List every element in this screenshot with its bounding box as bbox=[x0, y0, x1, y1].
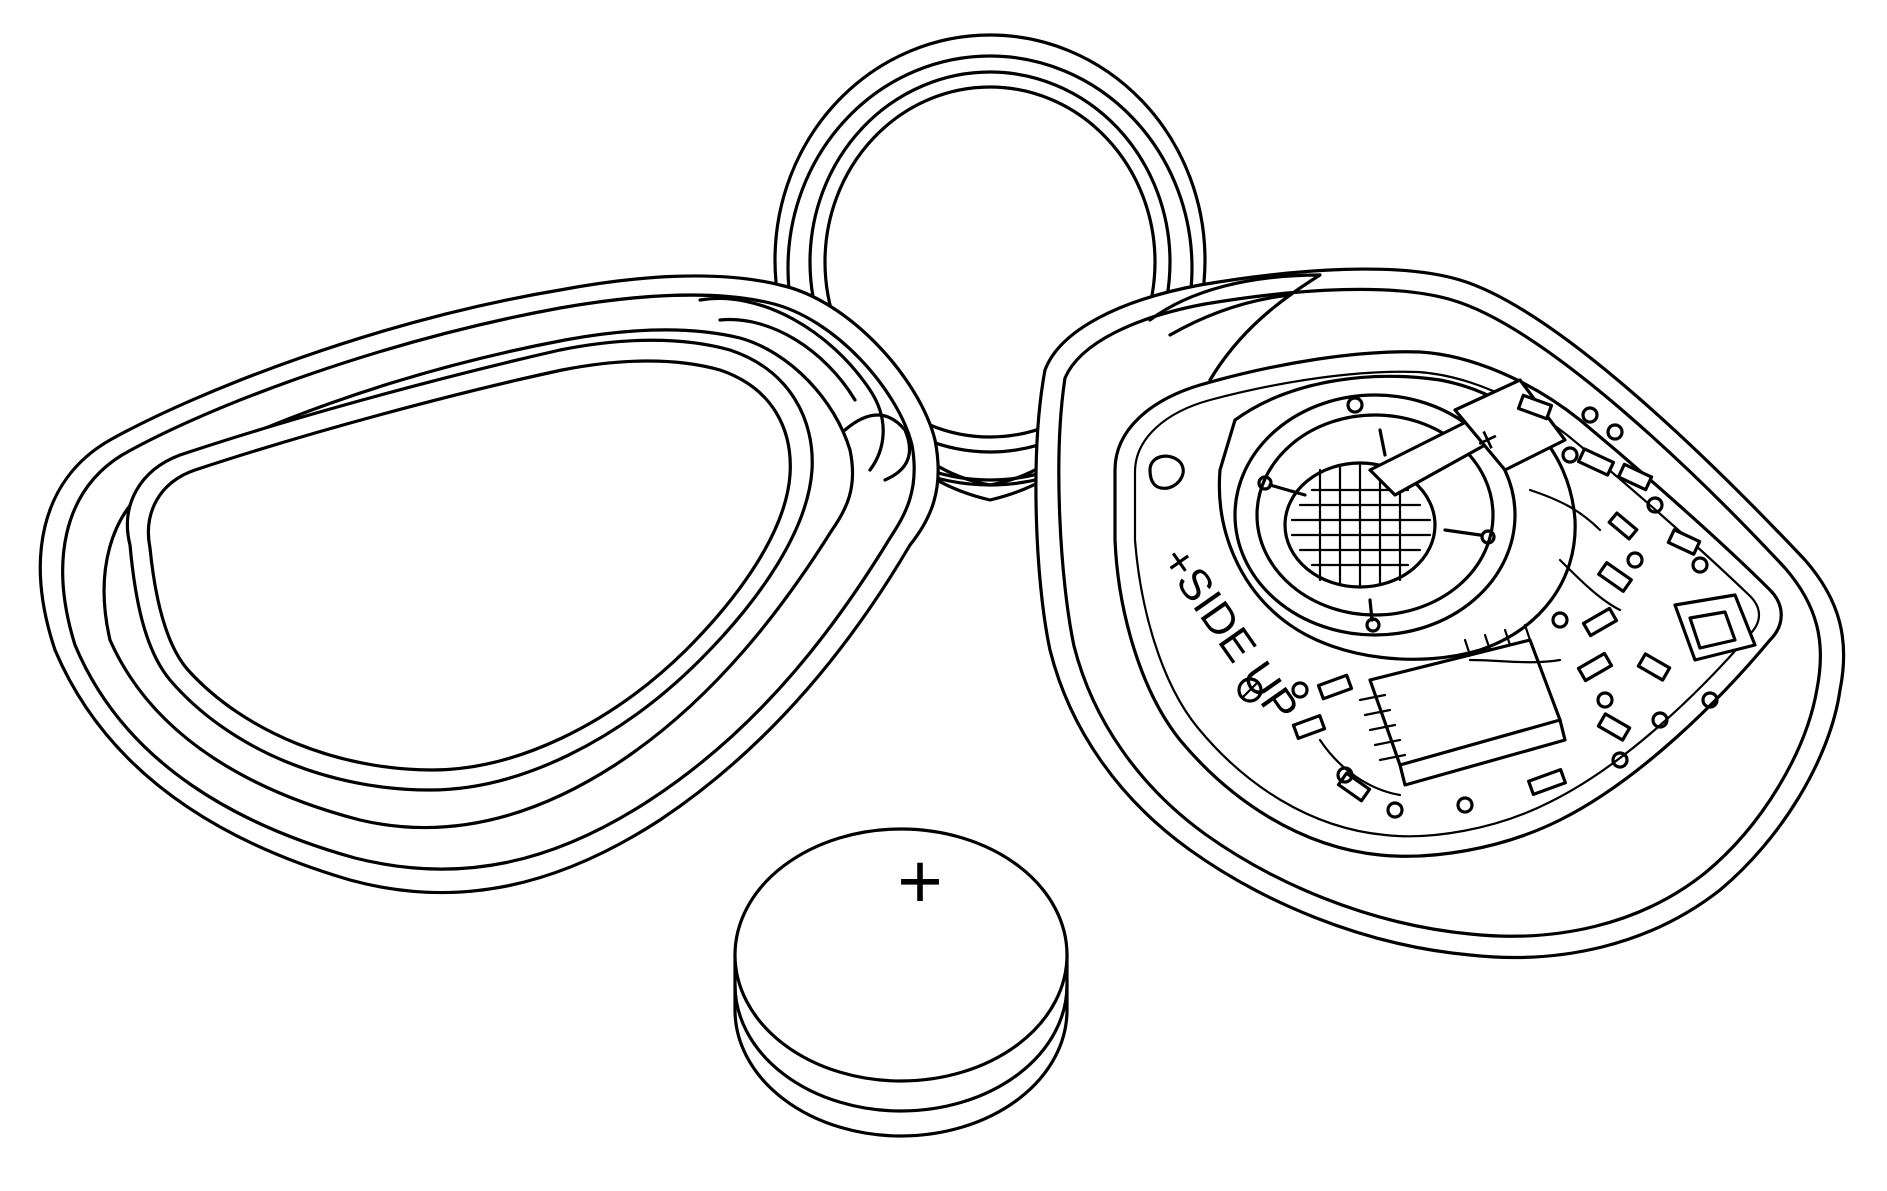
contact-pad-hatch bbox=[1292, 463, 1430, 587]
coin-cell-battery: + bbox=[735, 829, 1067, 1136]
battery-holder: + bbox=[1219, 376, 1575, 659]
fob-front-cover bbox=[40, 276, 938, 893]
fob-rear-housing bbox=[1036, 269, 1844, 957]
battery-plus-label: + bbox=[897, 837, 943, 925]
pcb-components bbox=[1150, 395, 1755, 817]
